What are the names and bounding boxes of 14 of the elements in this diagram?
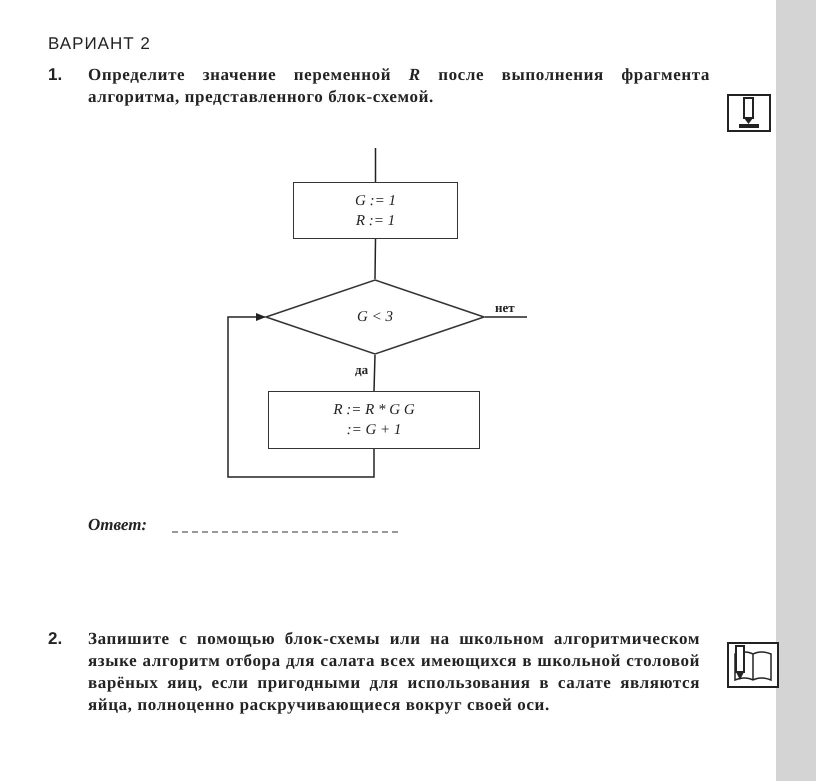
- question-text: Определите значение переменной R после выполнения фрагмента алгоритма, представленного блок-схемой.: [88, 64, 710, 108]
- connector-line: [374, 238, 376, 280]
- question-number: 2.: [48, 629, 62, 649]
- arrow: [227, 313, 375, 478]
- decision-diamond: G < 3: [265, 279, 485, 355]
- connector-line: [374, 148, 376, 182]
- heading: ВАРИАНТ 2: [48, 34, 151, 54]
- process-box: R := R * G G := G + 1: [268, 391, 480, 449]
- question-text: Запишите с помощью блок-схемы или на школьном алгоритмическом языке алгоритм отбора для салата всех имеющихся в школьной столовой варёных яиц, если пригодными для использования в салате являются яйца, полноценно раскручивающиеся вокруг своей оси.: [88, 628, 700, 716]
- connector-line: [485, 316, 527, 318]
- connector-line: [373, 354, 376, 392]
- answer-label: Ответ:: [88, 515, 148, 535]
- process-box: G := 1 R := 1: [293, 182, 458, 239]
- question-number: 1.: [48, 65, 62, 85]
